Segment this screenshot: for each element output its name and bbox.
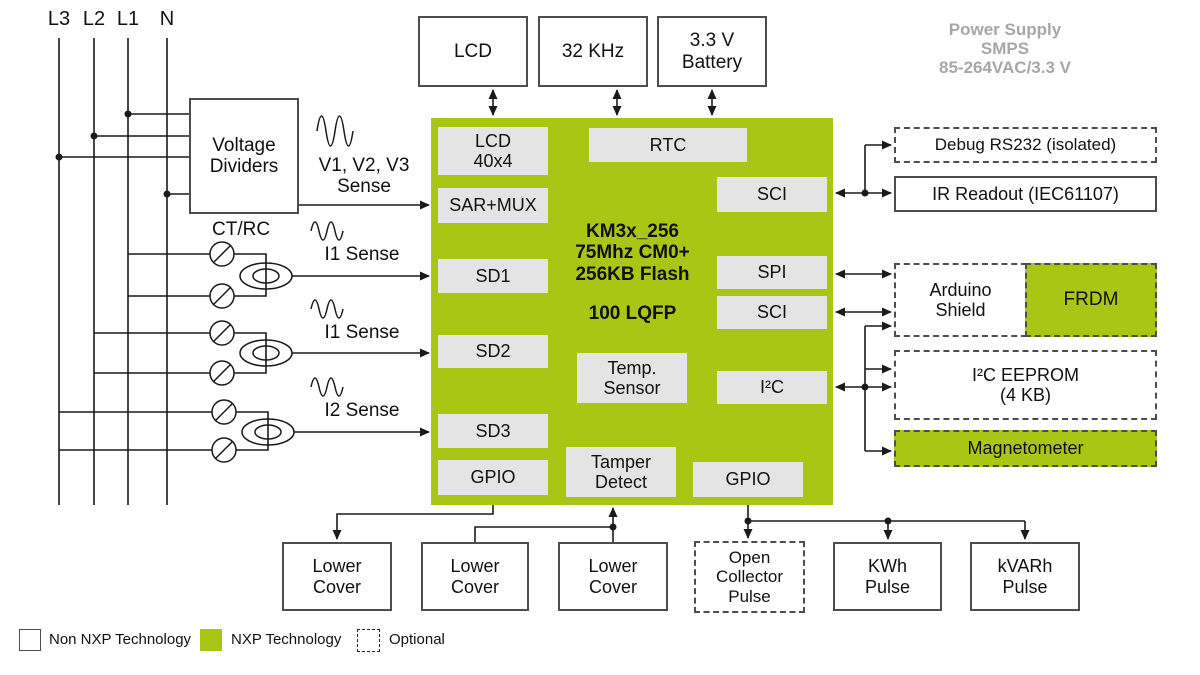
mcu-rtc: RTC (589, 128, 747, 162)
mains-bus-lines (58, 38, 168, 505)
voltage-divider-taps (55, 110, 189, 198)
mcu-sd2: SD2 (438, 335, 548, 368)
lcd-external-box: LCD (418, 16, 528, 87)
arduino-shield-box: Arduino Shield (894, 263, 1027, 337)
line-label-l1: L1 (116, 8, 140, 30)
line-label-n: N (159, 8, 175, 30)
v-sense-label: V1, V2, V3 Sense (318, 155, 410, 198)
current-transformer-2 (94, 320, 430, 386)
mcu-gpio-left: GPIO (438, 460, 548, 495)
lower-cover-box-2: Lower Cover (421, 542, 529, 611)
sine-wave-symbols (310, 115, 354, 397)
bottom-connections (332, 505, 1030, 542)
mcu-i2c: I²C (717, 371, 827, 404)
legend-swatch-optional (357, 629, 380, 652)
legend-label-optional: Optional (389, 631, 445, 648)
lower-cover-box-3: Lower Cover (558, 542, 668, 611)
mcu-gpio-right: GPIO (693, 462, 803, 497)
battery-box: 3.3 V Battery (657, 16, 767, 87)
mcu-sar-mux: SAR+MUX (438, 188, 548, 223)
mcu-lcd-controller: LCD 40x4 (438, 127, 548, 175)
legend-label-nxp: NXP Technology (231, 631, 342, 648)
open-collector-pulse-box: Open Collector Pulse (694, 541, 805, 613)
kwh-pulse-box: KWh Pulse (833, 542, 942, 611)
i1-sense-label-a: I1 Sense (324, 244, 400, 265)
magnetometer-box: Magnetometer (894, 430, 1157, 467)
i1-sense-label-b: I1 Sense (324, 322, 400, 343)
mcu-sd3: SD3 (438, 414, 548, 448)
power-supply-note: Power Supply SMPS 85-264VAC/3.3 V (939, 20, 1071, 78)
mcu-sd1: SD1 (438, 259, 548, 293)
i2c-eeprom-box: I²C EEPROM (4 KB) (894, 350, 1157, 420)
mcu-temp-sensor: Temp. Sensor (577, 353, 687, 403)
crystal-32khz-box: 32 KHz (538, 16, 648, 87)
current-transformer-3 (59, 399, 430, 463)
mcu-tamper-detect: Tamper Detect (566, 447, 676, 497)
ct-rc-label: CT/RC (212, 219, 271, 240)
legend-swatch-nxp (200, 629, 222, 651)
top-peripheral-arrows (488, 89, 717, 116)
current-transformer-1 (128, 241, 430, 309)
line-label-l3: L3 (47, 8, 71, 30)
voltage-dividers-box: Voltage Dividers (189, 98, 299, 214)
i2-sense-label: I2 Sense (324, 400, 400, 421)
legend-swatch-non-nxp (19, 629, 41, 651)
legend-label-non-nxp: Non NXP Technology (49, 631, 192, 648)
frdm-box: FRDM (1025, 263, 1157, 337)
mcu-package: 100 LQFP (588, 303, 677, 324)
debug-rs232-box: Debug RS232 (isolated) (894, 127, 1157, 163)
ir-readout-box: IR Readout (IEC61107) (894, 176, 1157, 212)
mcu-sci-2: SCI (717, 296, 827, 329)
right-side-connections (835, 140, 892, 456)
line-label-l2: L2 (82, 8, 106, 30)
kvarh-pulse-box: kVARh Pulse (970, 542, 1080, 611)
mcu-title: KM3x_256 75Mhz CM0+ 256KB Flash (575, 221, 690, 285)
mcu-spi: SPI (717, 256, 827, 289)
mcu-sci-1: SCI (717, 177, 827, 212)
lower-cover-box-1: Lower Cover (282, 542, 392, 611)
